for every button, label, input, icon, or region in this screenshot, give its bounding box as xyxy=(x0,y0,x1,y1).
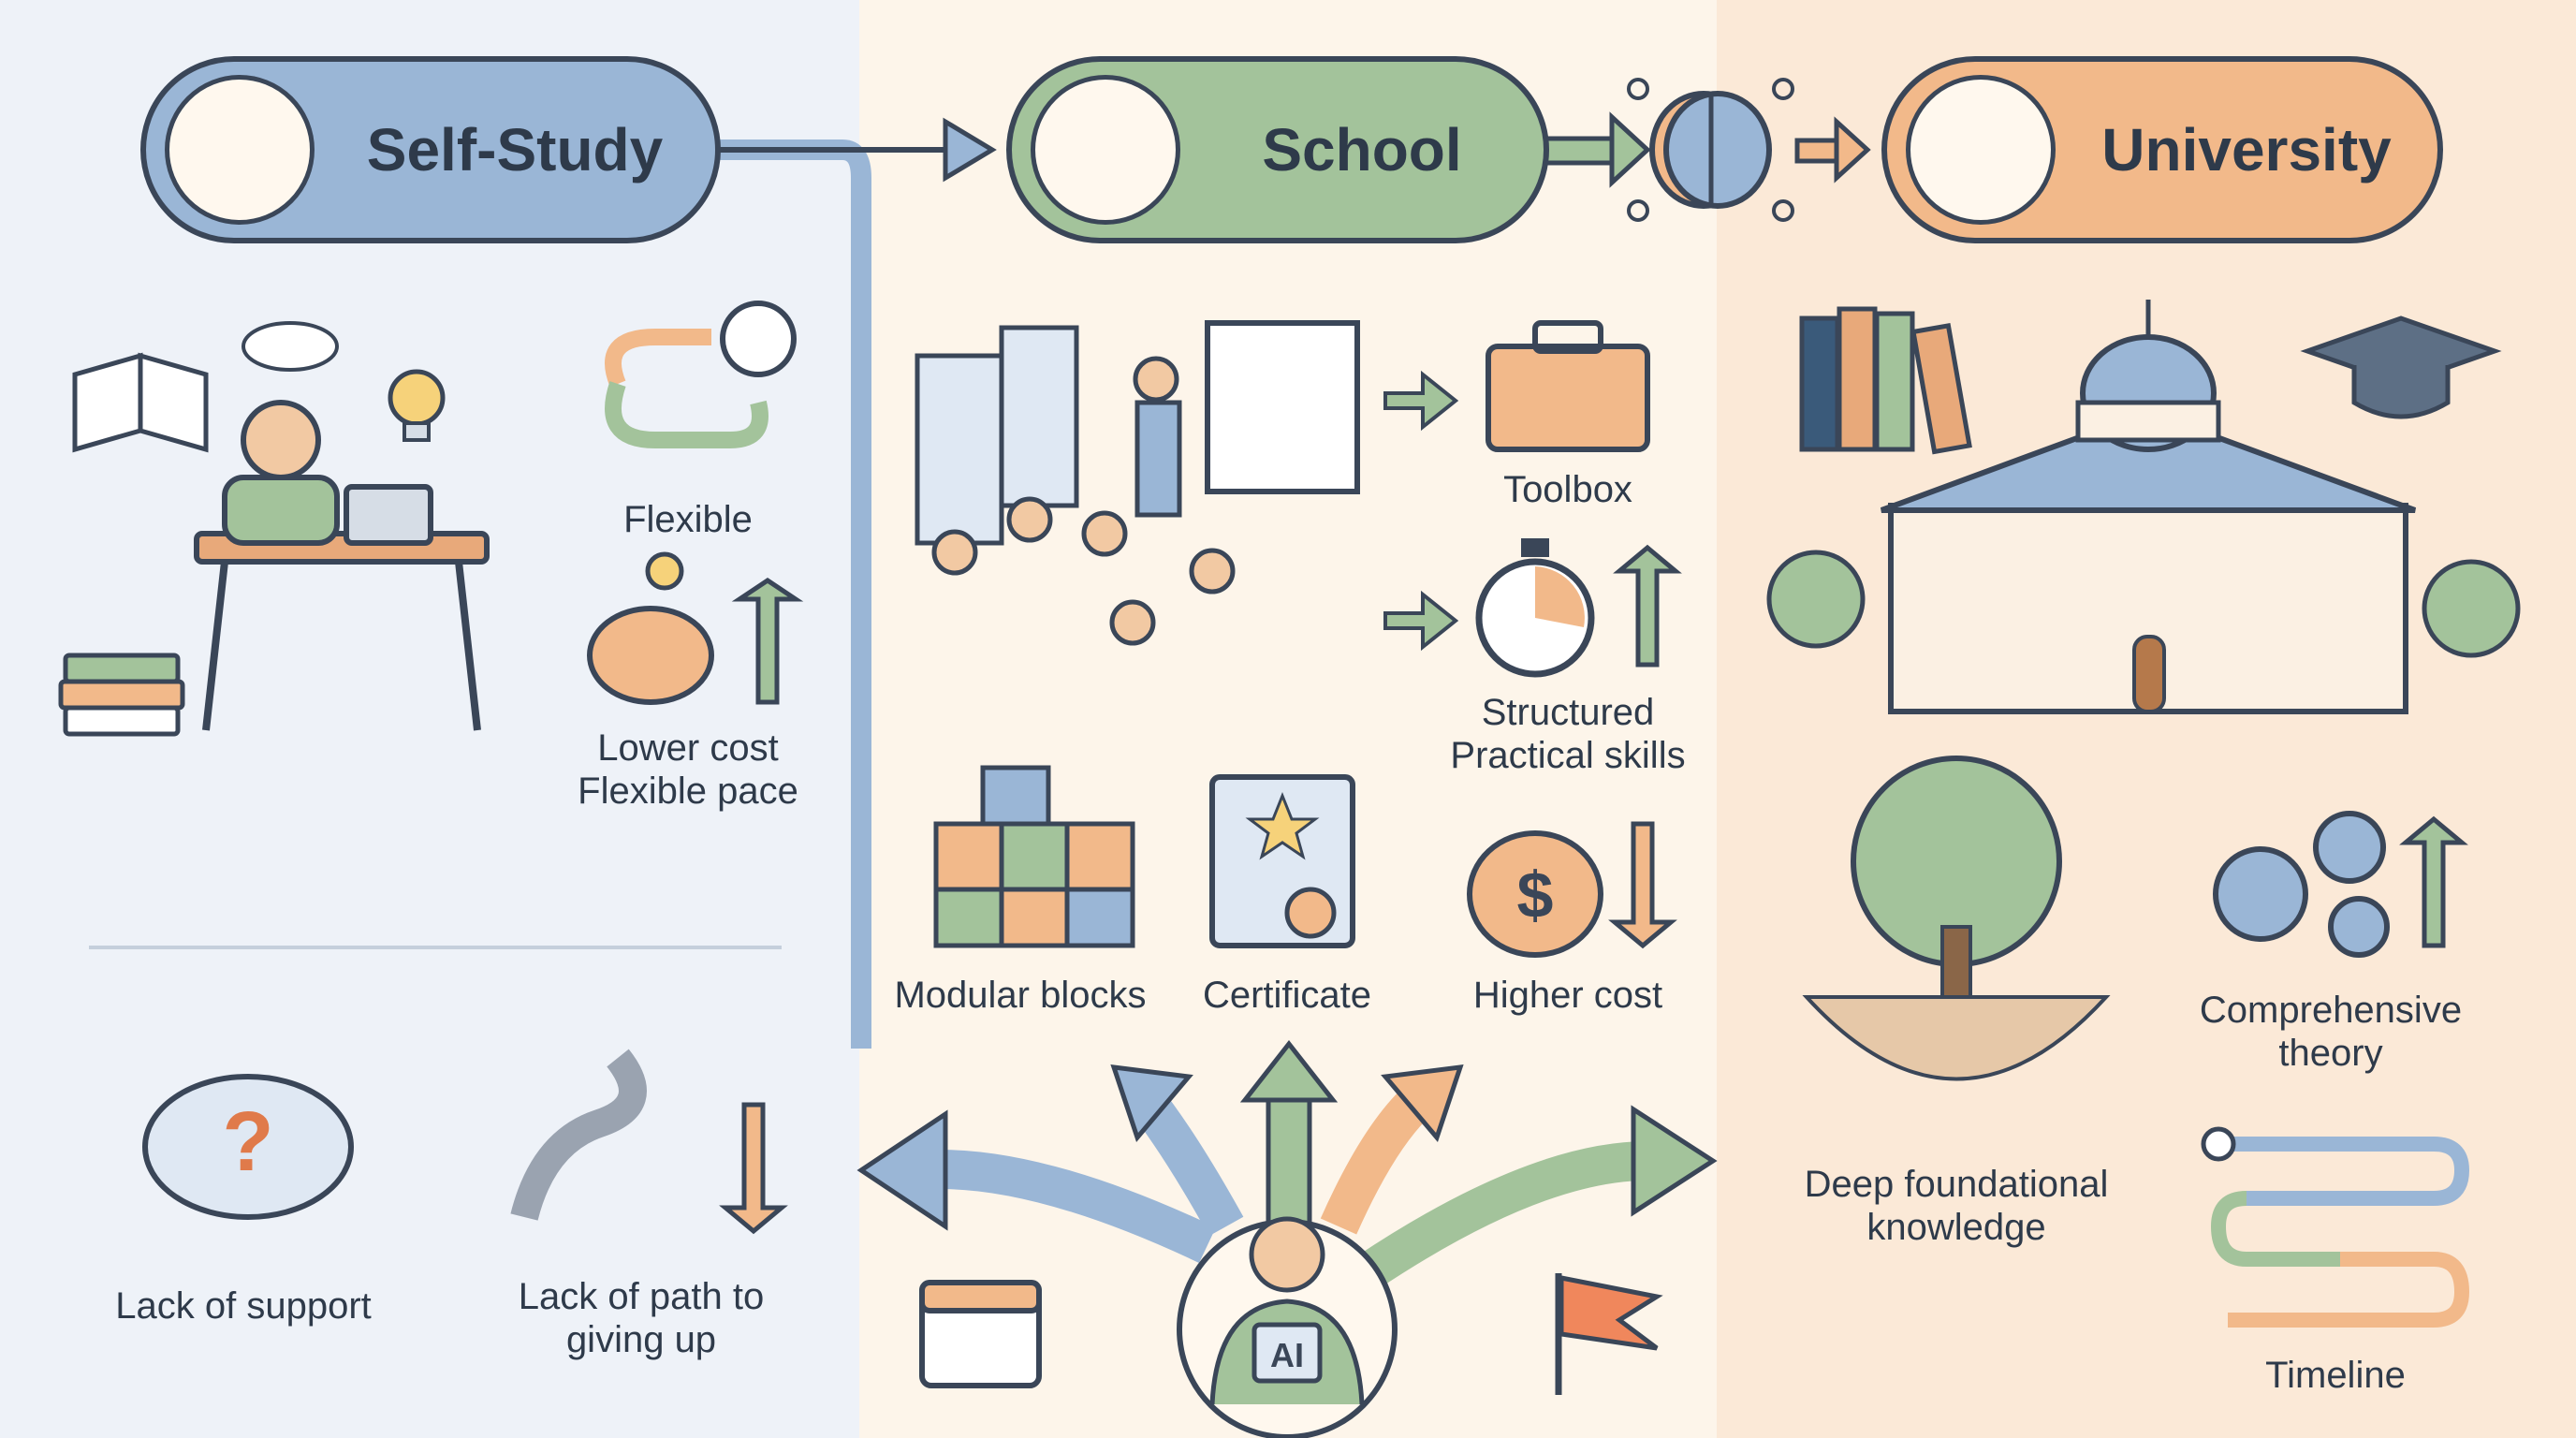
arrow-up-green-icon xyxy=(731,577,804,705)
deep-knowledge-caption: Deep foundational knowledge xyxy=(1804,1164,2109,1248)
certificate-caption: Certificate xyxy=(1202,975,1372,1016)
lack-path-caption: Lack of path to giving up xyxy=(518,1276,765,1360)
theory-caption: Comprehensive theory xyxy=(2199,990,2463,1074)
arrow-down-orange-icon xyxy=(719,1102,788,1235)
timeline-icon xyxy=(2201,1126,2470,1328)
stage-university: University xyxy=(1881,56,2443,243)
student-at-desk-icon xyxy=(194,400,490,731)
flexible-path-icon xyxy=(605,301,797,448)
lightbulb-icon xyxy=(388,369,446,442)
school-building-icon xyxy=(1031,75,1180,225)
modular-blocks-icon xyxy=(933,765,1135,948)
lower-cost-caption: Lower cost Flexible pace xyxy=(578,727,798,812)
ai-person-icon: AI xyxy=(1177,1216,1398,1438)
question-cloud-icon: ? xyxy=(142,1074,354,1220)
arrow-up-green-icon xyxy=(1613,544,1682,668)
cloud-icon xyxy=(242,321,339,372)
lack-support-caption: Lack of support xyxy=(115,1285,372,1327)
arrow-down-orange-icon xyxy=(1608,821,1677,949)
tree-roots-icon xyxy=(1802,756,2111,1081)
stage-label: School xyxy=(1262,116,1462,183)
flexible-caption: Flexible xyxy=(623,499,753,540)
diverging-arrows-icon xyxy=(856,1039,1718,1290)
gears-icon xyxy=(2213,811,2390,958)
tree-icon xyxy=(1766,550,2521,658)
toolbox-icon xyxy=(1486,320,1650,452)
winding-road-icon xyxy=(510,1049,647,1221)
stage-label: Self-Study xyxy=(366,116,664,183)
brain-icon xyxy=(1627,78,1794,222)
graduation-cap-icon xyxy=(1906,75,2056,225)
university-building-icon xyxy=(1880,300,2417,714)
svg-text:$: $ xyxy=(1517,858,1554,932)
piggy-bank-icon xyxy=(587,551,714,705)
toolbox-caption: Toolbox xyxy=(1503,469,1632,510)
stage-self-study: Self-Study xyxy=(140,56,721,243)
timeline-caption: Timeline xyxy=(2265,1355,2406,1396)
arrow-right-green-icon xyxy=(1383,370,1459,652)
modular-caption: Modular blocks xyxy=(894,975,1147,1016)
mortarboard-icon xyxy=(2300,315,2502,419)
open-book-icon xyxy=(72,352,209,453)
arrow-to-brain-icon xyxy=(1542,111,1651,188)
money-bag-icon: $ xyxy=(1467,830,1603,958)
books-icon xyxy=(1799,306,1972,455)
higher-cost-caption: Higher cost xyxy=(1472,975,1663,1016)
stage-label: University xyxy=(2101,116,2392,183)
book-stack-icon xyxy=(58,653,185,737)
svg-text:?: ? xyxy=(223,1095,274,1189)
ai-chip-label: AI xyxy=(1270,1336,1304,1374)
flag-icon xyxy=(1555,1273,1663,1395)
student-icon xyxy=(165,75,315,225)
arrow-to-school-icon xyxy=(711,117,997,183)
arrow-to-university-icon xyxy=(1794,116,1871,183)
calendar-icon xyxy=(919,1280,1042,1388)
stopwatch-icon xyxy=(1475,538,1595,678)
arrow-up-green-icon xyxy=(2399,815,2468,948)
certificate-icon xyxy=(1209,774,1355,948)
stage-school: School xyxy=(1006,56,1549,243)
classroom-icon xyxy=(915,320,1360,646)
structured-caption: Structured Practical skills xyxy=(1450,692,1686,776)
